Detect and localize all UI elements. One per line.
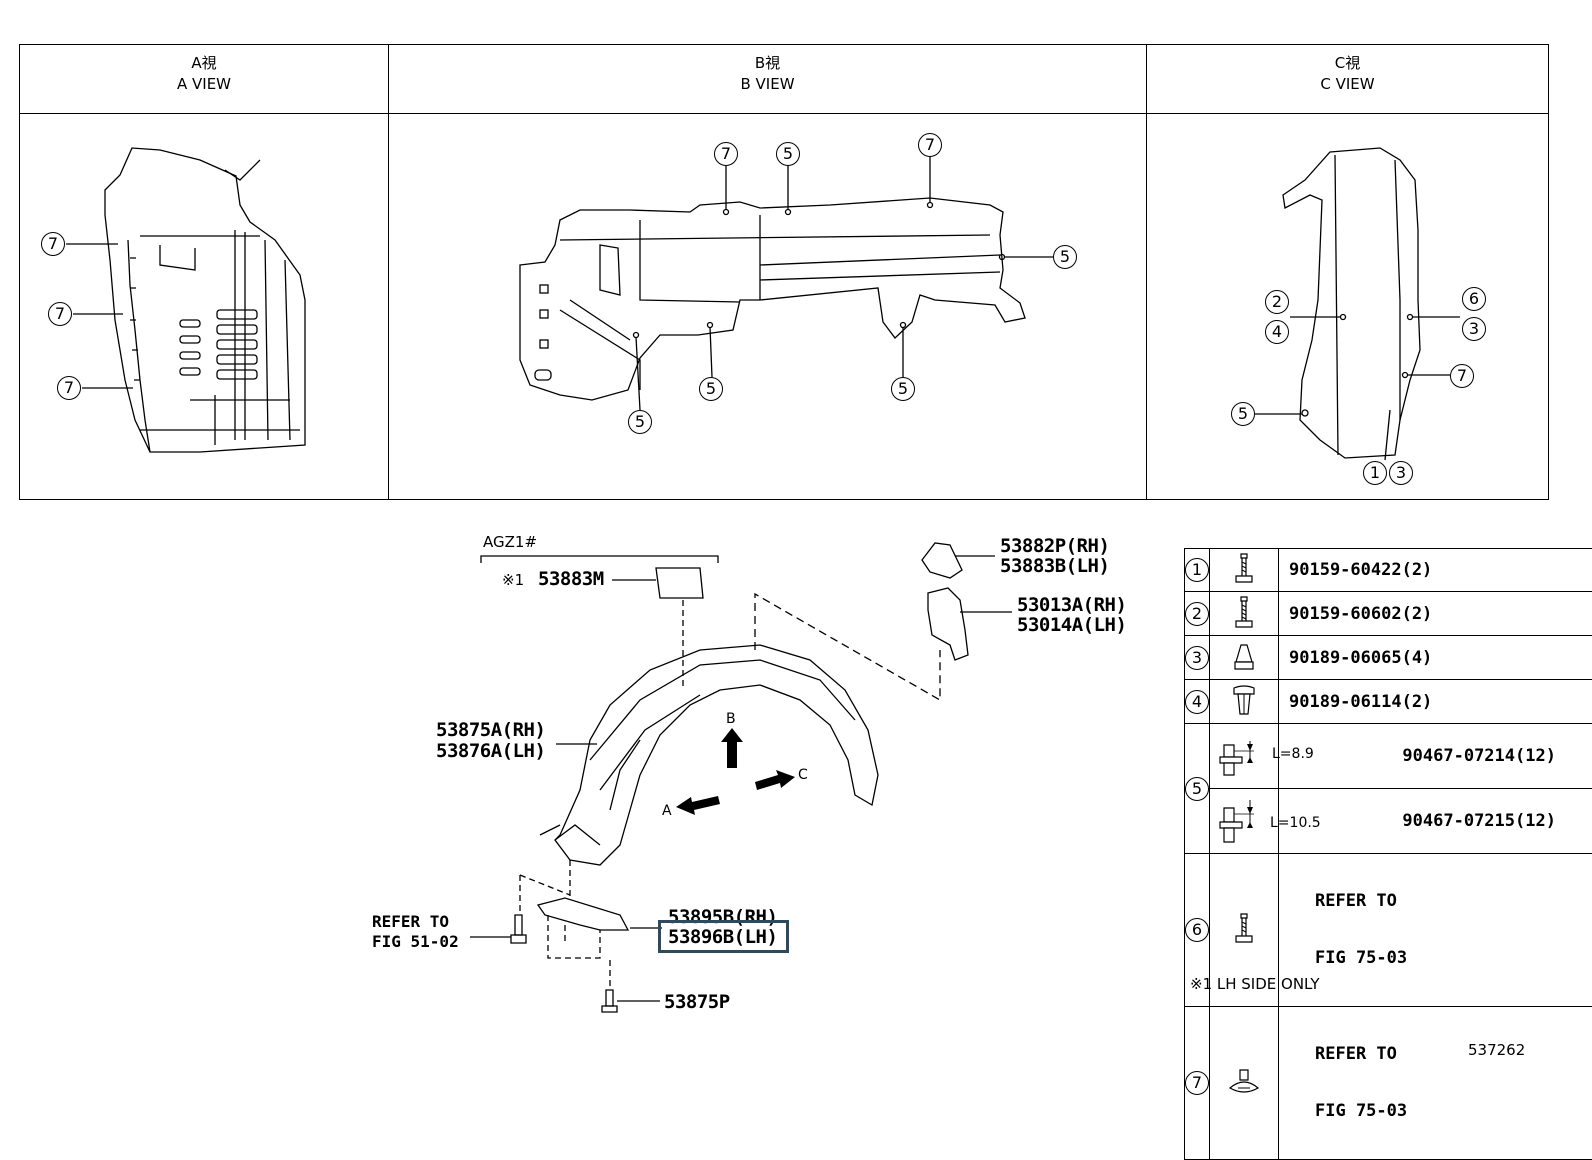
view-a-callout: 7 bbox=[57, 376, 81, 400]
view-c-callout: 1 bbox=[1363, 461, 1387, 485]
bolt-icon bbox=[1233, 552, 1255, 588]
refer-text: REFER TO bbox=[1315, 892, 1592, 911]
view-c-callout: 6 bbox=[1462, 287, 1486, 311]
view-b-callout: 5 bbox=[699, 377, 723, 401]
part-label-53896b[interactable]: 53896B(LH) bbox=[668, 927, 777, 947]
arrow-a-icon bbox=[676, 796, 720, 815]
clip-icon bbox=[1210, 731, 1278, 781]
refer-text: REFER TO bbox=[1315, 1045, 1592, 1064]
view-b-callout: 7 bbox=[918, 133, 942, 157]
fastener-table: 1 90159-60422(2) 2 90159-60602(2) 3 bbox=[1184, 548, 1592, 1160]
arrow-c-icon bbox=[755, 770, 795, 790]
part-number[interactable]: 90159-60422(2) bbox=[1279, 549, 1592, 592]
push-clip-icon bbox=[1231, 684, 1257, 720]
table-key: 5 bbox=[1185, 777, 1209, 801]
part-label-53876a[interactable]: 53876A(LH) bbox=[436, 741, 545, 761]
view-b-callout: 5 bbox=[628, 410, 652, 434]
refer-fig-link[interactable]: FIG 75-03 bbox=[1315, 949, 1592, 968]
part-label-53875a[interactable]: 53875A(RH) bbox=[436, 720, 545, 740]
view-c-callout: 3 bbox=[1462, 317, 1486, 341]
part-label-53883b[interactable]: 53883B(LH) bbox=[1000, 556, 1109, 576]
table-row: 2 90159-60602(2) bbox=[1185, 592, 1592, 636]
view-c-callout: 7 bbox=[1450, 364, 1474, 388]
part-label-53882p[interactable]: 53882P(RH) bbox=[1000, 536, 1109, 556]
arrow-a-label: A bbox=[662, 803, 672, 819]
table-key: 7 bbox=[1185, 1071, 1209, 1095]
part-number[interactable]: 90467-07214(12) bbox=[1350, 746, 1592, 766]
view-c-callout: 5 bbox=[1231, 402, 1255, 426]
table-key: 3 bbox=[1185, 646, 1209, 670]
part-number[interactable]: 90189-06114(2) bbox=[1279, 680, 1592, 724]
refer-label-line1: REFER TO bbox=[372, 913, 449, 931]
clip-length: L=8.9 bbox=[1272, 746, 1314, 762]
view-b-callout: 5 bbox=[776, 142, 800, 166]
part-label-53014a[interactable]: 53014A(LH) bbox=[1017, 615, 1126, 635]
view-b-callout: 7 bbox=[714, 142, 738, 166]
clip-length: L=10.5 bbox=[1270, 815, 1321, 831]
view-a-callout: 7 bbox=[48, 302, 72, 326]
arrow-b-label: B bbox=[726, 711, 736, 727]
table-key: 2 bbox=[1185, 602, 1209, 626]
refer-fig-link[interactable]: FIG 75-03 bbox=[1315, 1102, 1592, 1121]
view-b-callout: 5 bbox=[891, 377, 915, 401]
arrow-c-label: C bbox=[798, 767, 808, 783]
part-label-53875p[interactable]: 53875P bbox=[664, 992, 730, 1012]
part-number[interactable]: 90189-06065(4) bbox=[1279, 636, 1592, 680]
clip-icon bbox=[1210, 794, 1278, 849]
table-row: L=10.5 90467-07215(12) bbox=[1185, 789, 1592, 854]
part-label-53883m[interactable]: 53883M bbox=[538, 569, 604, 589]
grommet-icon bbox=[1227, 1066, 1261, 1100]
part-number[interactable]: 90159-60602(2) bbox=[1279, 592, 1592, 636]
part-label-53013a[interactable]: 53013A(RH) bbox=[1017, 595, 1126, 615]
table-key: 4 bbox=[1185, 690, 1209, 714]
group-label: AGZ1# bbox=[483, 533, 537, 551]
view-a-callout: 7 bbox=[41, 232, 65, 256]
figure-number: 537262 bbox=[1468, 1041, 1525, 1059]
table-row: 5 L=8.9 90467-07214(12) bbox=[1185, 724, 1592, 789]
table-row: 3 90189-06065(4) bbox=[1185, 636, 1592, 680]
table-key: 6 bbox=[1185, 918, 1209, 942]
nut-icon bbox=[1232, 642, 1256, 674]
direction-arrows bbox=[676, 728, 795, 815]
table-row: 4 90189-06114(2) bbox=[1185, 680, 1592, 724]
table-key: 1 bbox=[1185, 558, 1209, 582]
refer-label-line2[interactable]: FIG 51-02 bbox=[372, 933, 459, 951]
view-b-callout: 5 bbox=[1053, 245, 1077, 269]
part-number[interactable]: 90467-07215(12) bbox=[1350, 811, 1592, 831]
view-b-liner-drawing bbox=[520, 156, 1053, 410]
view-c-callout: 3 bbox=[1389, 461, 1413, 485]
table-row: 7 REFER TO FIG 75-03 bbox=[1185, 1007, 1592, 1160]
bolt-icon bbox=[1233, 595, 1255, 633]
table-row: 1 90159-60422(2) bbox=[1185, 549, 1592, 592]
view-c-callout: 4 bbox=[1265, 320, 1289, 344]
arrow-b-icon bbox=[721, 728, 743, 768]
view-c-callout: 2 bbox=[1265, 290, 1289, 314]
note-marker: ※1 bbox=[502, 571, 524, 589]
footnote: ※1 LH SIDE ONLY bbox=[1190, 975, 1320, 993]
view-a-liner-drawing bbox=[66, 148, 305, 452]
bolt-icon bbox=[1233, 912, 1255, 948]
